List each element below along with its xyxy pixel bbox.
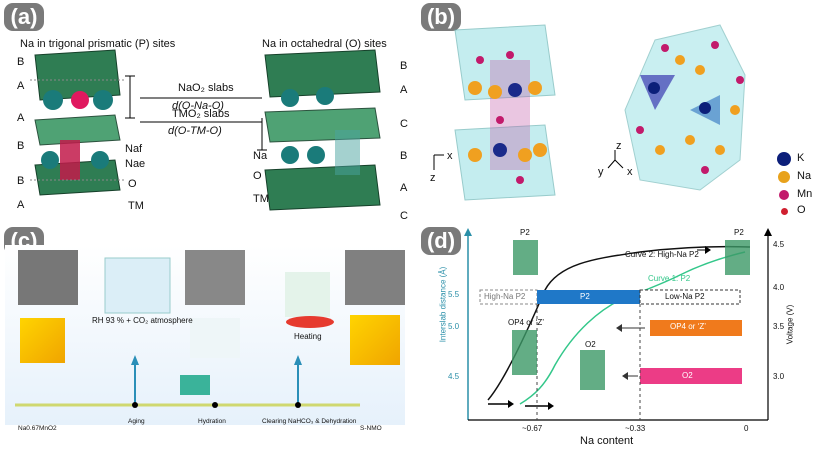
naf-label: Naf [125, 143, 143, 155]
d-xlabel: Na content [580, 435, 634, 447]
d-o2-left-label: O2 [585, 340, 596, 349]
a-right-stack-1: A [400, 84, 408, 96]
o-marker [781, 208, 788, 215]
o2-bar [640, 368, 742, 384]
d-rtick-40: 4.0 [773, 283, 785, 292]
o-label-left: O [128, 178, 137, 190]
d-xtick-0: 0 [744, 424, 749, 433]
low-na-p2-bar [639, 289, 741, 305]
b-axis-y-right: y [598, 166, 604, 178]
a-left-stack-5: A [17, 199, 25, 211]
c-end-label: S-NMO [360, 425, 382, 432]
sem-image-1 [18, 250, 78, 305]
legend-na-label: Na [797, 170, 812, 182]
op4-bar [650, 320, 742, 336]
honeycomb-crystal [624, 24, 746, 191]
na-label-right: Na [253, 150, 268, 162]
a-right-stack-4: A [400, 182, 408, 194]
d-curve2-label: Curve 2: High-Na P2 [625, 250, 699, 259]
mn-marker [779, 190, 789, 200]
a-right-stack-2: C [400, 118, 408, 130]
tm-label-left: TM [128, 200, 144, 212]
d-ltick-50: 5.0 [448, 322, 460, 331]
c-rh-label: RH 93 % + CO₂ atmosphere [92, 316, 193, 325]
d-p2-top-left: P2 [520, 228, 530, 237]
panel-a-label: (a) [4, 3, 44, 31]
p2-bar [537, 290, 640, 304]
p2-thumb-right [725, 240, 750, 275]
sem-image-3 [345, 250, 405, 305]
d-low-na-label: Low-Na P2 [665, 292, 705, 301]
d-high-na-label: High-Na P2 [484, 292, 526, 301]
d-rtick-45: 4.5 [773, 240, 785, 249]
a-left-stack-1: A [17, 80, 25, 92]
d-op4-left-label: OP4 or ‘Z’ [508, 318, 545, 327]
tmo2-slabs-label: TMO₂ slabs [172, 108, 230, 120]
panel-b-label: (b) [421, 3, 461, 31]
b-axis-x-right: x [627, 166, 633, 178]
c-step-clearing: Clearing NaHCO₃ & Dehydration [262, 418, 357, 425]
o2-thumb [580, 350, 605, 390]
k-marker [777, 152, 791, 166]
layered-crystal [454, 24, 556, 201]
a-right-stack-3: B [400, 150, 408, 162]
o-structure [264, 49, 381, 211]
panel-a-left-title: Na in trigonal prismatic (P) sites [20, 38, 176, 50]
d-op4-bar-label: OP4 or ‘Z’ [670, 322, 707, 331]
legend-k-label: K [797, 152, 805, 164]
nao2-d-label: d(O-Na-O) [172, 100, 224, 112]
p2-thumb-left [513, 240, 538, 275]
b-axis-x-left: x [447, 150, 453, 162]
sem-image-2 [185, 250, 245, 305]
cube-hydration [180, 375, 210, 395]
a-left-stack-4: B [17, 175, 25, 187]
nae-label: Nae [125, 158, 146, 170]
c-start-label: Na0.67MnO2 [18, 425, 57, 432]
p-structure [30, 49, 125, 196]
cube-start [20, 318, 65, 363]
nao2-slabs-label: NaO₂ slabs [178, 82, 234, 94]
a-left-stack-3: B [17, 140, 25, 152]
op4-thumb [512, 330, 537, 375]
a-right-stack-0: B [400, 60, 408, 72]
d-rtick-35: 3.5 [773, 322, 785, 331]
d-p2-top-right: P2 [734, 228, 744, 237]
a-left-stack-0: B [17, 56, 25, 68]
c-heating-label: Heating [294, 332, 322, 341]
c-step-hydration: Hydration [198, 418, 226, 425]
d-ylabel-left: Interslab distance (Å) [438, 266, 448, 343]
legend-o-label: O [797, 204, 806, 216]
legend-mn-label: Mn [797, 188, 813, 200]
d-ylabel-right: Voltage (V) [785, 304, 795, 345]
c-step-aging: Aging [128, 418, 145, 425]
panel-a-right-title: Na in octahedral (O) sites [262, 38, 387, 50]
panel-d-label: (d) [421, 227, 461, 255]
d-p2-bar-label: P2 [580, 292, 590, 301]
d-xtick-067: ~0.67 [522, 424, 543, 433]
tm-label-right: TM [253, 193, 269, 205]
a-left-stack-2: A [17, 112, 25, 124]
d-curve1-label: Curve 1: P2 [648, 274, 691, 283]
d-ltick-45: 4.5 [448, 372, 460, 381]
na-marker [778, 171, 790, 183]
cube-end [350, 315, 400, 365]
b-axis-z-right: z [616, 140, 622, 152]
d-o2-bar-label: O2 [682, 371, 693, 380]
d-rtick-30: 3.0 [773, 372, 785, 381]
high-na-p2-bar [479, 289, 538, 305]
tmo2-d-label: d(O-TM-O) [168, 125, 222, 137]
d-xtick-033: ~0.33 [625, 424, 646, 433]
d-ltick-55: 5.5 [448, 290, 460, 299]
o-label-right: O [253, 170, 262, 182]
b-axis-z-left: z [430, 172, 436, 184]
a-right-stack-5: C [400, 210, 408, 222]
